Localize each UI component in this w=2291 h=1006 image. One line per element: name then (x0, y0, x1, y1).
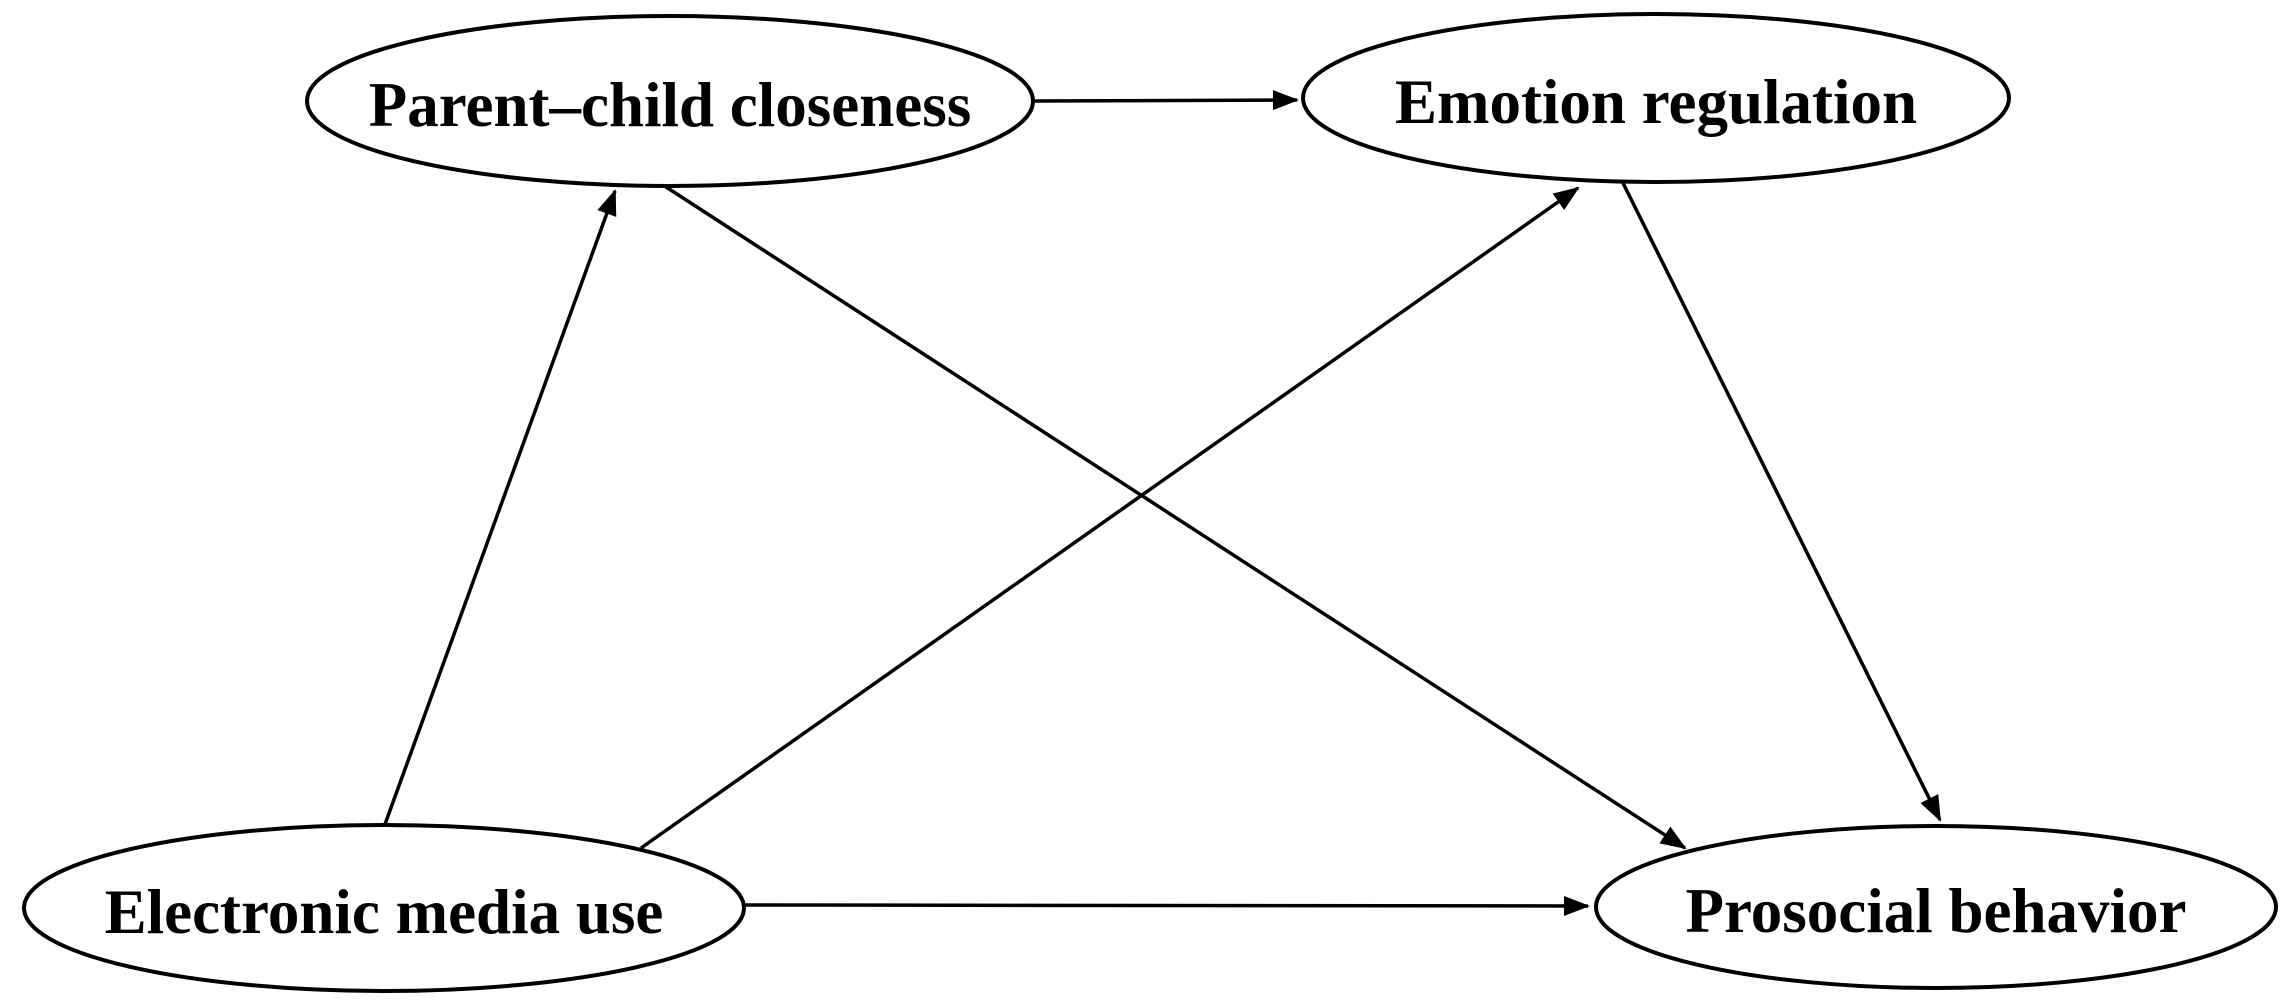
edge-group (382, 90, 1942, 916)
edge-electronic-media-use-to-prosocial-behavior-arrow (744, 895, 1590, 916)
electronic-media-use-ellipse (22, 823, 746, 993)
edge-parent-child-closeness-to-emotion-regulation-arrow (1034, 90, 1299, 111)
edge-electronic-media-use-to-parent-child-closeness-arrow (382, 189, 617, 828)
node-prosocial-behavior: Prosocial behavior (1594, 824, 2278, 990)
node-electronic-media-use: Electronic media use (22, 823, 746, 993)
parent-child-closeness-ellipse (305, 14, 1035, 188)
node-parent-child-closeness: Parent–child closeness (305, 14, 1035, 188)
node-emotion-regulation: Emotion regulation (1301, 12, 2011, 184)
prosocial-behavior-ellipse (1594, 824, 2278, 990)
edge-parent-child-closeness-to-prosocial-behavior-arrow (662, 183, 1687, 850)
prosocial-behavior-label: Prosocial behavior (1685, 876, 2186, 946)
electronic-media-use-label: Electronic media use (105, 877, 664, 947)
parent-child-closeness-label: Parent–child closeness (369, 70, 972, 140)
emotion-regulation-ellipse (1301, 12, 2011, 184)
edge-emotion-regulation-to-prosocial-behavior-arrow (1620, 180, 1942, 822)
edge-electronic-media-use-to-emotion-regulation-arrow (639, 186, 1580, 850)
emotion-regulation-label: Emotion regulation (1395, 67, 1917, 137)
